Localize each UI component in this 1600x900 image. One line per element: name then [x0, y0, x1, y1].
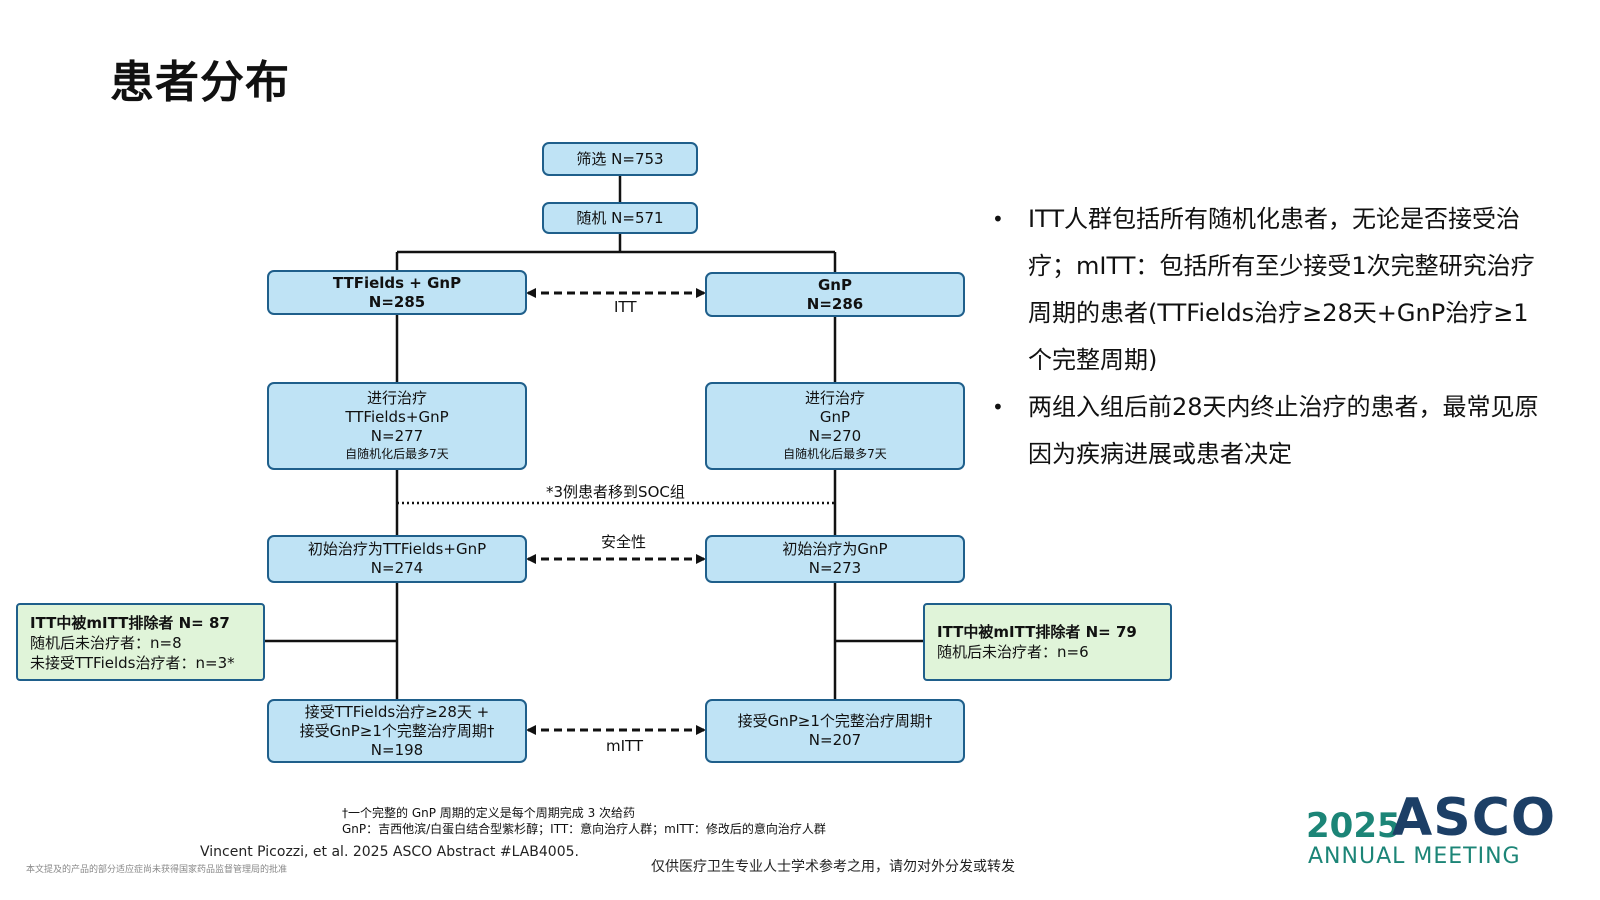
treat-a-line2: TTFields+GnP: [345, 408, 449, 426]
final-a-line1: 接受TTFields治疗≥28天 +: [304, 702, 490, 721]
bullet-item-1: • ITT人群包括所有随机化患者，无论是否接受治疗；mITT：包括所有至少接受1…: [992, 196, 1552, 384]
final-b-line2: N=207: [808, 731, 862, 749]
final-b-box: 接受GnP≥1个完整治疗周期† N=207: [705, 699, 965, 763]
treat-b-line1: 进行治疗: [804, 389, 865, 407]
init-b-line2: N=273: [808, 559, 862, 577]
init-b-line1: 初始治疗为GnP: [782, 540, 888, 558]
arm-b-name: GnP: [818, 275, 852, 294]
exclusion-a-box: ITT中被mITT排除者 N= 87 随机后未治疗者：n=8 未接受TTFiel…: [16, 603, 265, 681]
screening-box: 筛选 N=753: [542, 142, 698, 176]
init-a-line1: 初始治疗为TTFields+GnP: [307, 540, 487, 558]
treat-b-line3: N=270: [808, 427, 862, 445]
soc-note: *3例患者移到SOC组: [546, 483, 685, 501]
bullet-list: • ITT人群包括所有随机化患者，无论是否接受治疗；mITT：包括所有至少接受1…: [992, 196, 1552, 478]
final-a-box: 接受TTFields治疗≥28天 + 接受GnP≥1个完整治疗周期† N=198: [267, 699, 527, 763]
bullet-dot: •: [992, 395, 1004, 419]
bullet-item-2: • 两组入组后前28天内终止治疗的患者，最常见原因为疾病进展或患者决定: [992, 384, 1552, 478]
init-a-box: 初始治疗为TTFields+GnP N=274: [267, 535, 527, 583]
arm-b-box: GnP N=286: [705, 272, 965, 317]
disclaimer: 仅供医疗卫生专业人士学术参考之用，请勿对外分发或转发: [651, 859, 1015, 875]
arm-a-box: TTFields + GnP N=285: [267, 270, 527, 315]
bullet-text-1: ITT人群包括所有随机化患者，无论是否接受治疗；mITT：包括所有至少接受1次完…: [1028, 205, 1535, 374]
mitt-label: mITT: [606, 737, 644, 755]
treat-b-line2: GnP: [819, 408, 851, 426]
exclusion-a-line1: 随机后未治疗者：n=8: [30, 634, 182, 652]
logo-year: 2025: [1306, 806, 1401, 846]
treat-b-line4: 自随机化后最多7天: [783, 447, 887, 461]
final-b-line1: 接受GnP≥1个完整治疗周期†: [737, 712, 933, 730]
exclusion-b-box: ITT中被mITT排除者 N= 79 随机后未治疗者：n=6: [923, 603, 1172, 681]
arm-a-n: N=285: [368, 292, 426, 311]
logo-name: ASCO: [1392, 788, 1557, 848]
randomization-text: 随机 N=571: [576, 208, 664, 227]
final-a-line2: 接受GnP≥1个完整治疗周期†: [299, 721, 495, 740]
randomization-box: 随机 N=571: [542, 202, 698, 234]
treat-b-box: 进行治疗 GnP N=270 自随机化后最多7天: [705, 382, 965, 470]
footnote-cycle: †一个完整的 GnP 周期的定义是每个周期完成 3 次给药: [342, 806, 636, 820]
treat-a-box: 进行治疗 TTFields+GnP N=277 自随机化后最多7天: [267, 382, 527, 470]
footnote-abbrev: GnP：吉西他滨/白蛋白结合型紫杉醇；ITT：意向治疗人群；mITT：修改后的意…: [342, 822, 826, 836]
safety-label: 安全性: [601, 533, 647, 551]
final-a-line3: N=198: [370, 740, 424, 759]
init-a-line2: N=274: [370, 559, 424, 577]
exclusion-b-title: ITT中被mITT排除者 N= 79: [937, 623, 1137, 641]
treat-a-line4: 自随机化后最多7天: [345, 447, 449, 461]
screening-text: 筛选 N=753: [576, 149, 664, 168]
exclusion-a-line2: 未接受TTFields治疗者：n=3*: [30, 654, 235, 672]
treat-a-line3: N=277: [370, 427, 424, 445]
page-title: 患者分布: [110, 57, 290, 108]
citation: Vincent Picozzi, et al. 2025 ASCO Abstra…: [200, 844, 579, 860]
exclusion-b-line1: 随机后未治疗者：n=6: [937, 643, 1089, 661]
bullet-text-2: 两组入组后前28天内终止治疗的患者，最常见原因为疾病进展或患者决定: [1028, 393, 1539, 468]
disclaimer-small: 本文提及的产品的部分适应症尚未获得国家药品监督管理局的批准: [26, 865, 288, 875]
bullet-dot: •: [992, 207, 1004, 231]
arm-a-name: TTFields + GnP: [332, 273, 462, 292]
logo-subtitle: ANNUAL MEETING: [1308, 844, 1521, 869]
exclusion-a-title: ITT中被mITT排除者 N= 87: [30, 614, 230, 632]
treat-a-line1: 进行治疗: [366, 389, 427, 407]
init-b-box: 初始治疗为GnP N=273: [705, 535, 965, 583]
asco-logo: 2025 ASCO ANNUAL MEETING: [1306, 790, 1556, 870]
itt-label: ITT: [614, 298, 637, 316]
arm-b-n: N=286: [806, 294, 864, 313]
